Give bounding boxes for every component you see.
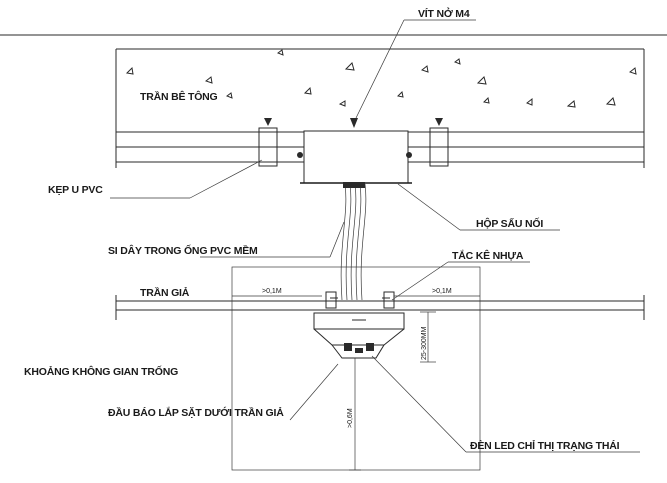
- leader-lines: [110, 19, 640, 453]
- dim-left-gap: >0,1M: [262, 288, 282, 295]
- label-hop-sau-noi: HỘP SẤU NỐI: [476, 216, 543, 230]
- dim-right-gap: >0,1M: [432, 288, 452, 295]
- label-kep-u-pvc: KẸP U PVC: [48, 184, 103, 196]
- dim-height-range: 25-300MM: [421, 326, 428, 360]
- junction-box: [297, 118, 412, 184]
- dimension-lines: [232, 295, 480, 471]
- concrete-aggregate: [125, 49, 637, 108]
- dim-below-clearance: >0,6M: [347, 408, 354, 428]
- label-tran-gia: TRẦN GIẢ: [140, 286, 190, 299]
- label-vit-no-m4: VÍT NỞ M4: [418, 7, 470, 20]
- label-tac-ke-nhua: TẮC KÊ NHỰA: [452, 249, 524, 262]
- pvc-conduit: [116, 131, 644, 163]
- plastic-anchors: [325, 291, 395, 309]
- label-khoang-khong: KHOẢNG KHÔNG GIAN TRỐNG: [24, 364, 178, 378]
- label-den-led: ĐÈN LED CHỈ THỊ TRẠNG THÁI: [470, 439, 620, 452]
- false-ceiling: [115, 295, 645, 320]
- smoke-detector: [313, 312, 405, 359]
- u-clamp-left: [258, 118, 278, 167]
- label-dau-bao: ĐẦU BÁO LẮP SẶT DƯỚI TRẦN GIẢ: [108, 406, 284, 419]
- u-clamp-right: [429, 118, 449, 167]
- label-si-day: SI DÂY TRONG ỐNG PVC MỀM: [108, 243, 258, 257]
- label-tran-be-tong: TRẦN BÊ TÔNG: [140, 90, 218, 103]
- flexible-cables: [340, 182, 367, 301]
- dimension-frame: [231, 266, 481, 471]
